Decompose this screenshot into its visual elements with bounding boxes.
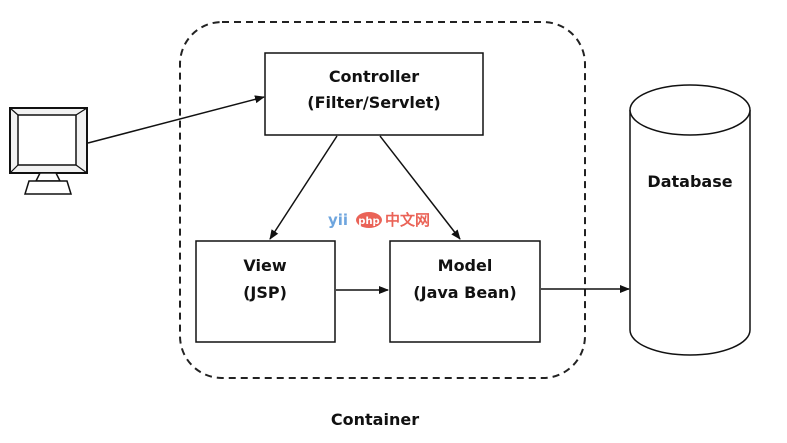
watermark-badge-icon <box>356 212 382 228</box>
view-label: View <box>243 256 286 275</box>
model-label: Model <box>438 256 493 275</box>
computer-monitor-icon <box>9 107 88 195</box>
arrow-controller-to-model <box>379 135 461 240</box>
container-label: Container <box>331 410 419 429</box>
controller-box: Controller (Filter/Servlet) <box>264 52 484 136</box>
view-sublabel: (JSP) <box>243 283 287 302</box>
controller-sublabel: (Filter/Servlet) <box>307 93 440 112</box>
watermark-badge: php <box>358 216 379 227</box>
view-box: View (JSP) <box>195 240 336 343</box>
model-box: Model (Java Bean) <box>389 240 541 343</box>
database-cylinder: Database <box>629 84 751 356</box>
container-boundary <box>179 21 586 379</box>
watermark-logo: yii php 中文网 <box>328 211 430 229</box>
database-label: Database <box>647 172 732 191</box>
watermark-suffix: 中文网 <box>385 211 430 229</box>
watermark-brand: yii <box>328 211 348 229</box>
controller-label: Controller <box>329 67 419 86</box>
arrow-controller-to-view <box>269 135 338 240</box>
arrow-client-to-controller <box>87 95 265 144</box>
model-sublabel: (Java Bean) <box>413 283 516 302</box>
